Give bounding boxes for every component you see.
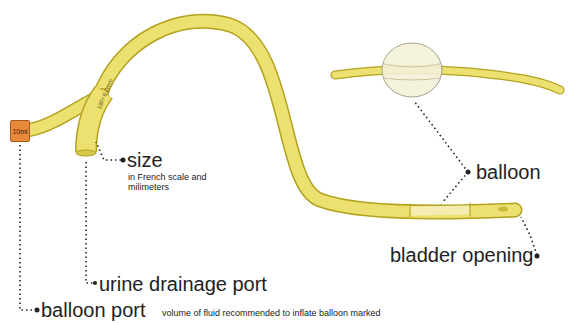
part-label: bladder opening [390,244,533,266]
leader-dot [535,254,540,259]
volume-marking: 10ml [12,128,27,135]
note-text: in French scale and milimeters [128,173,208,193]
note-text: volume of fluid recommended to inflate b… [162,309,381,319]
part-label: balloon port [41,299,146,321]
bladder-eye [498,207,508,212]
inflated-balloon [382,43,442,97]
catheter-tube [100,21,515,212]
leader-dot [466,170,471,175]
inset-tube [335,70,560,90]
leader-line [442,172,468,203]
leader-line [86,162,94,283]
part-label: urine drainage port [99,273,267,295]
leader-line [20,145,36,310]
part-label: balloon [476,161,541,183]
tube-outline [335,70,560,90]
leader-dots [35,158,540,313]
leader-dot [35,308,40,313]
leader-dot [121,158,126,163]
part-label: size [127,149,163,171]
tube-outline [100,21,515,212]
balloon-band [470,203,471,216]
leader-dot [93,281,97,285]
leader-line [414,101,468,172]
port-cap: 10ml [10,120,30,142]
balloon-shading [384,64,440,80]
balloon-band [410,204,411,217]
leader-lines [20,101,537,310]
drainage-opening [76,150,96,156]
leader-line [96,142,121,160]
balloon-deflated [411,210,469,211]
